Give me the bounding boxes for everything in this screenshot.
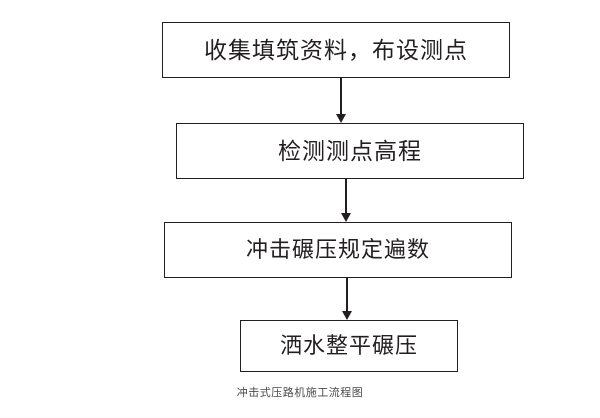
flow-node-collect-fill-data[interactable]: 收集填筑资料，布设测点: [162, 22, 510, 78]
flow-node-water-level-compact[interactable]: 洒水整平碾压: [240, 320, 458, 372]
arrow-line: [340, 78, 342, 114]
flow-node-impact-rolling-passes[interactable]: 冲击碾压规定遍数: [164, 222, 512, 278]
flow-node-label: 洒水整平碾压: [279, 333, 418, 358]
flow-node-measure-elevation[interactable]: 检测测点高程: [176, 123, 524, 179]
arrow-head-icon: [342, 311, 352, 320]
arrow-line: [345, 179, 347, 213]
arrow-line: [346, 278, 348, 311]
arrow-head-icon: [341, 213, 351, 222]
flow-node-label: 检测测点高程: [278, 137, 422, 164]
flow-node-label: 冲击碾压规定遍数: [245, 237, 430, 262]
arrow-head-icon: [336, 114, 346, 123]
flow-node-label: 收集填筑资料，布设测点: [204, 36, 468, 63]
diagram-caption: 冲击式压路机施工流程图: [236, 387, 364, 399]
